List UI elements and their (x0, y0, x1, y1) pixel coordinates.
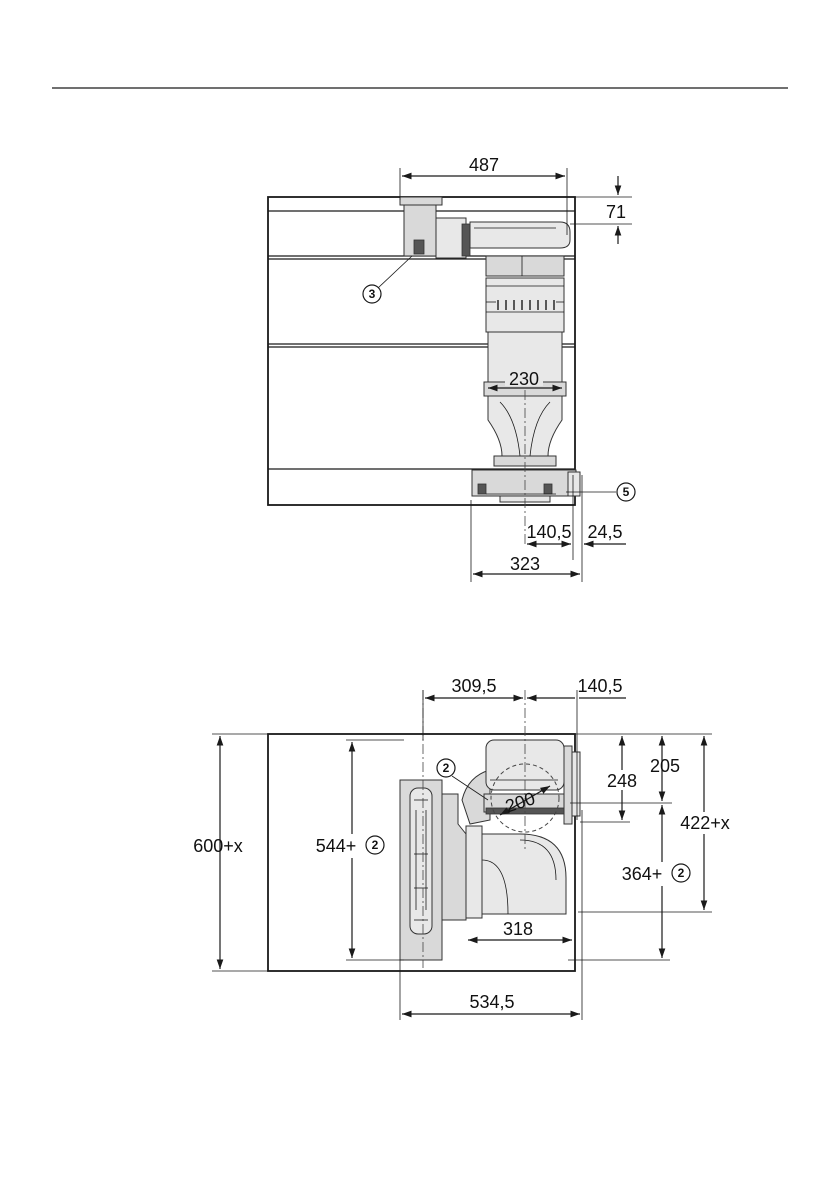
svg-text:2: 2 (372, 838, 379, 852)
dim-318-label: 318 (503, 919, 533, 939)
dim-248-label: 248 (607, 771, 637, 791)
dim-487-label: 487 (469, 155, 499, 175)
top-view: 309,5 140,5 600+x 544+ 2 2 200 248 (193, 676, 738, 1020)
dim-24-5-label: 24,5 (587, 522, 622, 542)
svg-text:2: 2 (678, 866, 685, 880)
dim-534-5-label: 534,5 (469, 992, 514, 1012)
dim-544-label: 544+ (316, 836, 357, 856)
dim-364-label: 364+ (622, 864, 663, 884)
dim-309-5-label: 309,5 (451, 676, 496, 696)
plinth-unit (472, 470, 580, 502)
dim-140-5-front-label: 140,5 (526, 522, 571, 542)
svg-text:3: 3 (369, 287, 376, 301)
dim-422-x-label: 422+x (680, 813, 730, 833)
dim-205-label: 205 (650, 756, 680, 776)
motor-unit (400, 197, 570, 276)
svg-text:5: 5 (623, 485, 630, 499)
dim-140-5-top-label: 140,5 (577, 676, 622, 696)
dim-323-label: 323 (510, 554, 540, 574)
dim-230-label: 230 (509, 369, 539, 389)
dim-71-label: 71 (606, 202, 626, 222)
duct-bend (462, 740, 580, 918)
svg-text:2: 2 (443, 761, 450, 775)
front-view: 487 71 230 3 5 140,5 24,5 323 (268, 155, 635, 582)
grille-unit (400, 780, 466, 960)
dim-600-x-label: 600+x (193, 836, 243, 856)
